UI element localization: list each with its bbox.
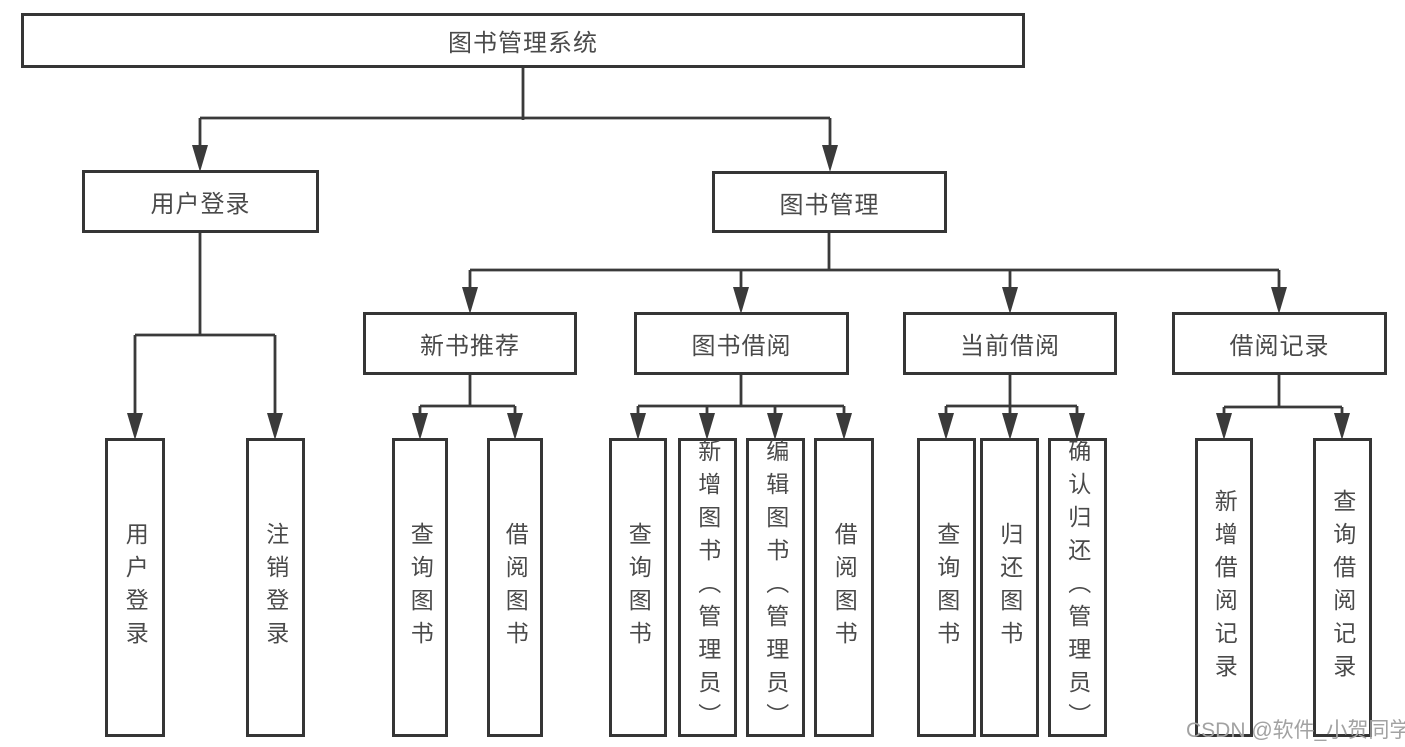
node-label: 查询图书: [407, 521, 434, 654]
leaf-edit-book-admin: 编辑图书（管理员）: [746, 438, 805, 737]
node-label: 查询借阅记录: [1329, 488, 1356, 687]
node-book-borrow: 图书借阅: [634, 312, 849, 375]
node-label: 借阅图书: [502, 521, 529, 654]
node-label: 编辑图书（管理员）: [762, 439, 789, 736]
node-borrow-records: 借阅记录: [1172, 312, 1387, 375]
node-label: 新书推荐: [420, 333, 520, 360]
leaf-borrow-book-borrow: 借阅图书: [814, 438, 874, 737]
leaf-confirm-return-admin: 确认归还（管理员）: [1048, 438, 1107, 737]
leaf-borrow-book-newrec: 借阅图书: [487, 438, 543, 737]
node-label: 新增图书（管理员）: [694, 439, 721, 736]
node-label: 查询图书: [625, 521, 652, 654]
node-label: 注销登录: [262, 521, 289, 654]
node-label: 借阅记录: [1229, 333, 1330, 360]
node-label: 确认归还（管理员）: [1064, 439, 1091, 736]
node-new-book-recommend: 新书推荐: [363, 312, 577, 375]
leaf-user-login: 用户登录: [105, 438, 165, 737]
node-label: 归还图书: [996, 521, 1023, 654]
node-label: 新增借阅记录: [1211, 488, 1238, 687]
node-label: 图书管理: [779, 191, 880, 219]
node-current-borrow: 当前借阅: [903, 312, 1117, 375]
node-label: 借阅图书: [831, 521, 858, 654]
node-user-login: 用户登录: [82, 170, 319, 233]
node-label: 查询图书: [933, 521, 960, 654]
leaf-add-borrow-record: 新增借阅记录: [1195, 438, 1253, 737]
node-label: 用户登录: [150, 191, 251, 218]
leaf-logout: 注销登录: [246, 438, 305, 737]
leaf-query-book-current: 查询图书: [917, 438, 976, 737]
node-root-system: 图书管理系统: [21, 13, 1025, 68]
csdn-watermark: CSDN @软件_小贺同学: [1186, 719, 1405, 742]
node-label: 图书借阅: [691, 333, 792, 360]
leaf-query-book-borrow: 查询图书: [609, 438, 667, 737]
leaf-query-book-newrec: 查询图书: [392, 438, 448, 737]
leaf-return-book: 归还图书: [980, 438, 1039, 737]
node-book-management: 图书管理: [712, 171, 947, 233]
arrowheads: [127, 145, 1350, 440]
leaf-add-book-admin: 新增图书（管理员）: [678, 438, 737, 737]
node-label: 用户登录: [122, 521, 149, 654]
leaf-query-borrow-record: 查询借阅记录: [1313, 438, 1372, 737]
node-label: 当前借阅: [960, 333, 1060, 360]
node-label: 图书管理系统: [448, 30, 598, 57]
